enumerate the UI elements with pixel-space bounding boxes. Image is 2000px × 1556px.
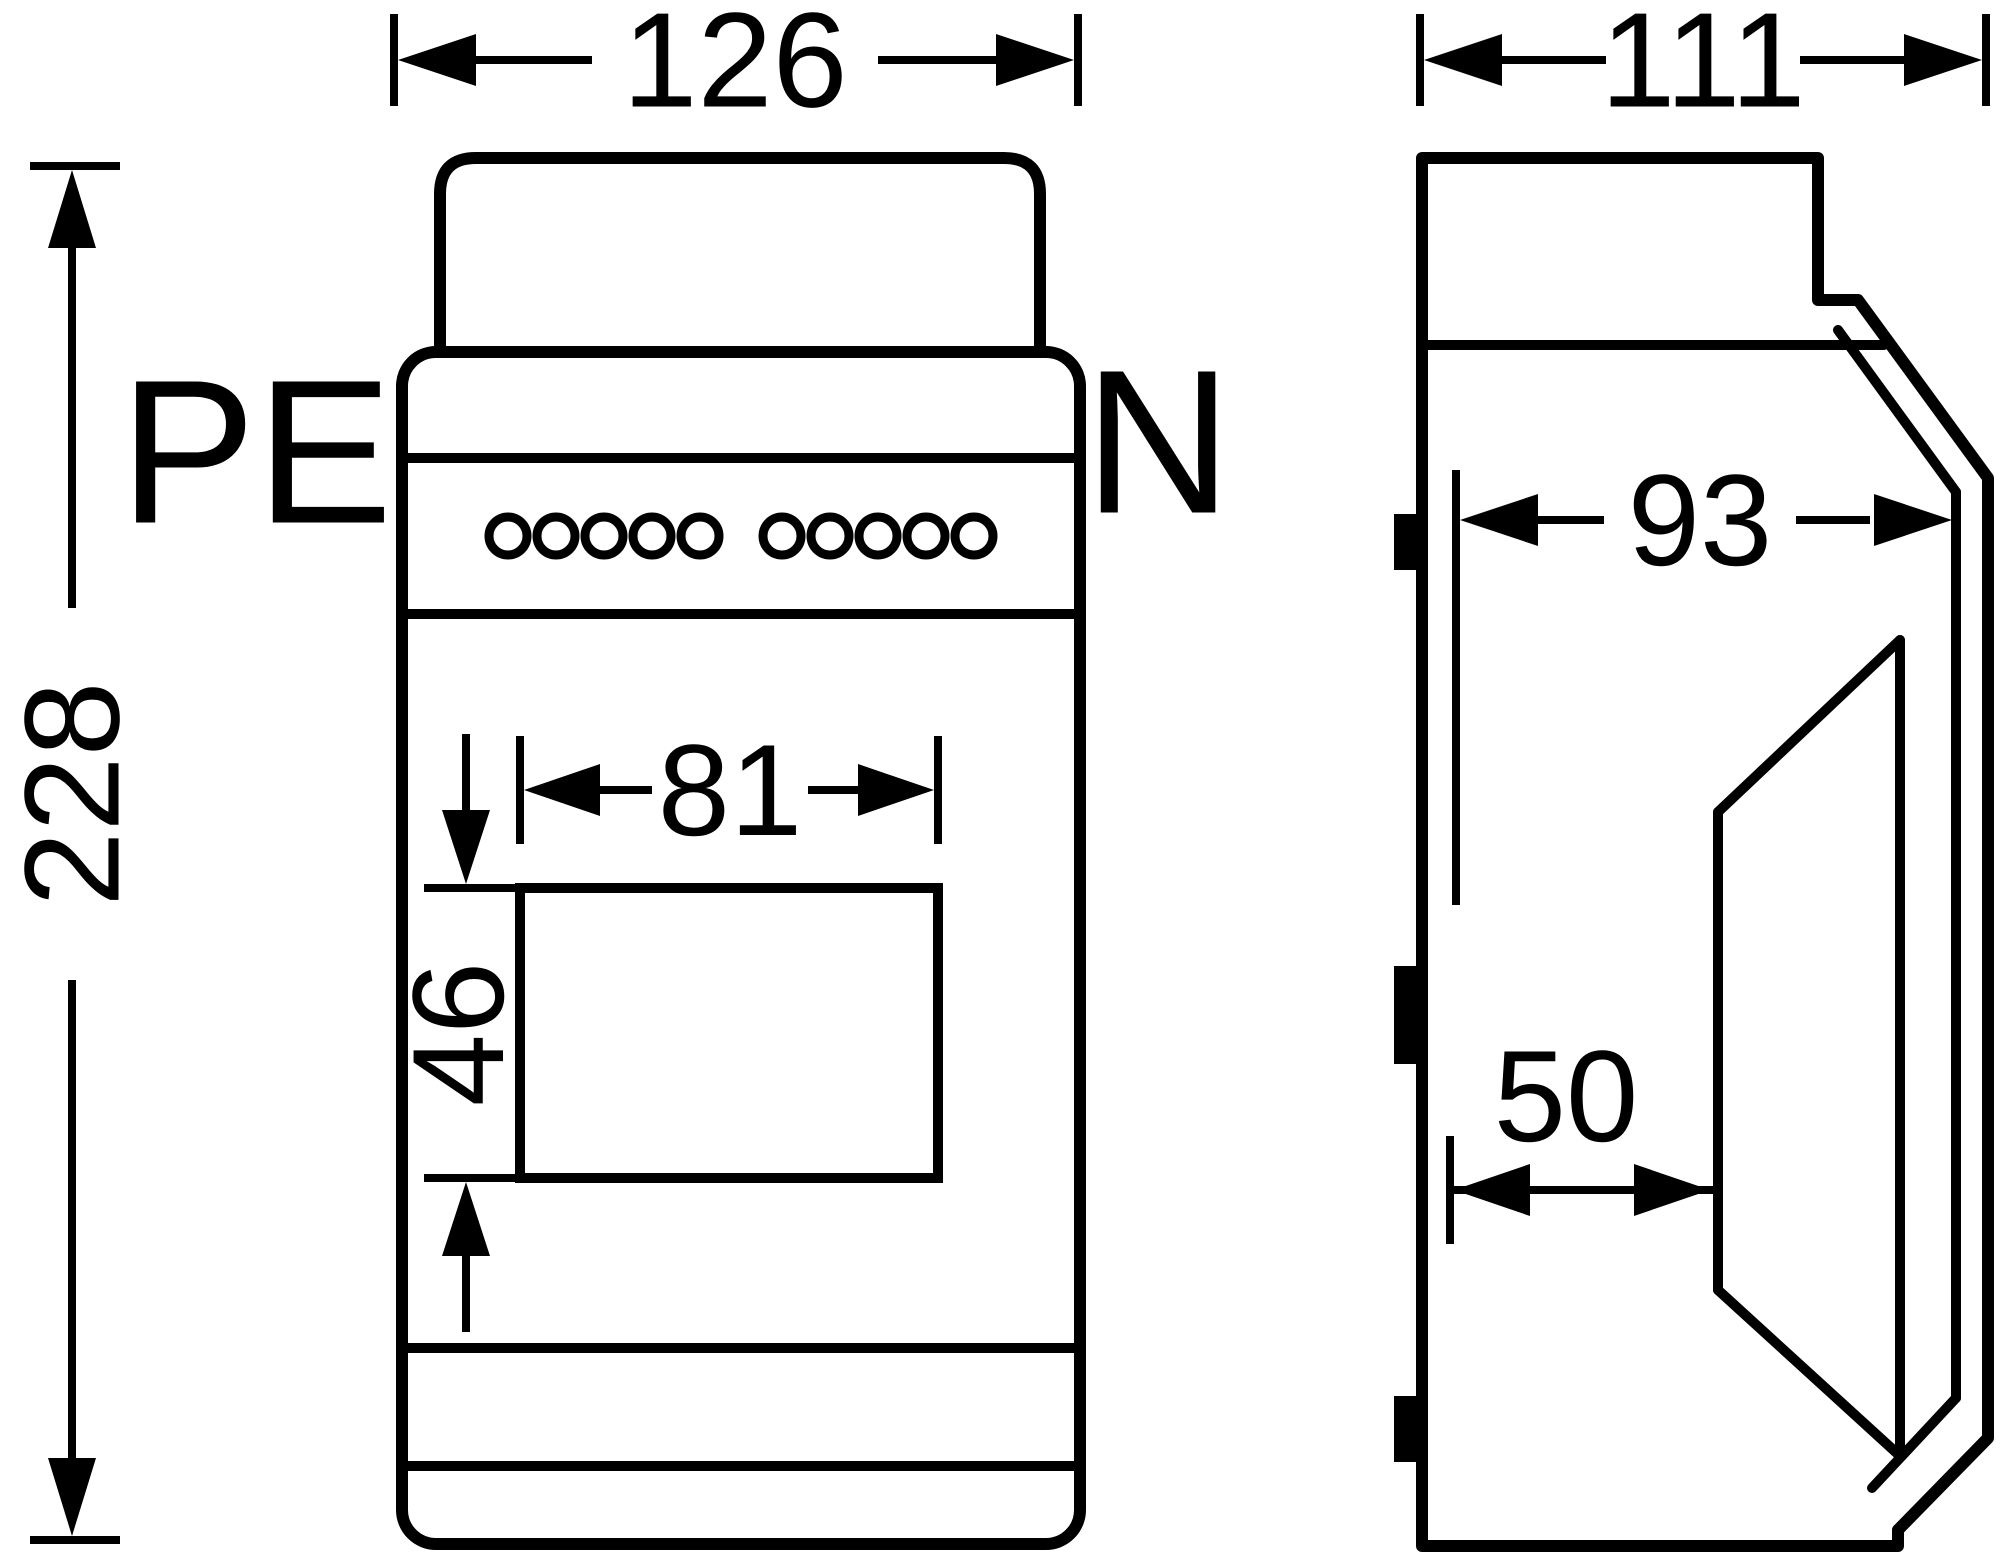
terminal-strip bbox=[484, 512, 998, 560]
terminal-dot bbox=[758, 512, 806, 560]
cover-chamfer-line bbox=[1833, 325, 1961, 497]
dim-overall-height-label: 228 bbox=[0, 681, 148, 906]
side-view: 111 93 bbox=[1394, 0, 1994, 1552]
terminal-dot bbox=[484, 512, 532, 560]
dim-arrow bbox=[1904, 34, 1982, 86]
mounting-tab bbox=[1394, 514, 1422, 570]
dim-arrow bbox=[48, 170, 96, 248]
terminal-dot bbox=[902, 512, 950, 560]
terminal-dot bbox=[532, 512, 580, 560]
front-cap bbox=[434, 152, 1046, 358]
dim-inner-depth: 93 bbox=[1452, 447, 1952, 905]
front-view: 126 228 bbox=[0, 0, 1232, 1550]
dim-overall-depth: 111 bbox=[1416, 0, 1990, 136]
window-frame-bottom-slope-line bbox=[1713, 1285, 1905, 1461]
dim-arrow bbox=[524, 764, 600, 816]
dim-overall-width: 126 bbox=[390, 0, 1082, 136]
side-body bbox=[1416, 152, 1994, 1552]
terminal-dot bbox=[854, 512, 902, 560]
front-cutout bbox=[515, 883, 943, 1183]
cover-bottom-chamfer-line bbox=[1867, 1393, 1961, 1493]
dim-arrow bbox=[996, 34, 1074, 86]
label-pe: PE bbox=[119, 338, 392, 567]
window-frame-top-slope-line bbox=[1713, 635, 1905, 817]
dim-inner-depth-label: 93 bbox=[1628, 447, 1773, 593]
dim-cutout-height-label: 46 bbox=[385, 962, 531, 1107]
side-window-frame bbox=[1713, 635, 1905, 1461]
dim-arrow bbox=[858, 764, 934, 816]
dim-arrow bbox=[1424, 34, 1502, 86]
dim-arrow bbox=[48, 1458, 96, 1536]
dim-cutout-height: 46 bbox=[385, 734, 531, 1332]
terminal-dot bbox=[676, 512, 724, 560]
dim-overall-width-label: 126 bbox=[622, 0, 847, 136]
mounting-tab bbox=[1394, 966, 1422, 1064]
label-n: N bbox=[1084, 328, 1232, 557]
terminal-dot bbox=[628, 512, 676, 560]
dim-cover-depth: 50 bbox=[1446, 1023, 1714, 1244]
dim-overall-depth-label: 111 bbox=[1600, 0, 1805, 136]
dim-arrow bbox=[1460, 494, 1538, 546]
terminal-dot bbox=[806, 512, 854, 560]
mounting-tab bbox=[1394, 1396, 1422, 1462]
dim-cutout-width: 81 bbox=[516, 717, 942, 863]
dim-arrow bbox=[1874, 494, 1952, 546]
dim-arrow bbox=[398, 34, 476, 86]
dim-arrow bbox=[442, 810, 490, 884]
dim-arrow bbox=[442, 1182, 490, 1256]
dim-cover-depth-label: 50 bbox=[1494, 1023, 1639, 1169]
dim-arrow bbox=[1634, 1164, 1710, 1216]
terminal-dot bbox=[950, 512, 998, 560]
terminal-dot bbox=[580, 512, 628, 560]
dim-arrow bbox=[1454, 1164, 1530, 1216]
dim-overall-height: 228 bbox=[0, 162, 148, 1544]
dim-cutout-width-label: 81 bbox=[658, 717, 803, 863]
